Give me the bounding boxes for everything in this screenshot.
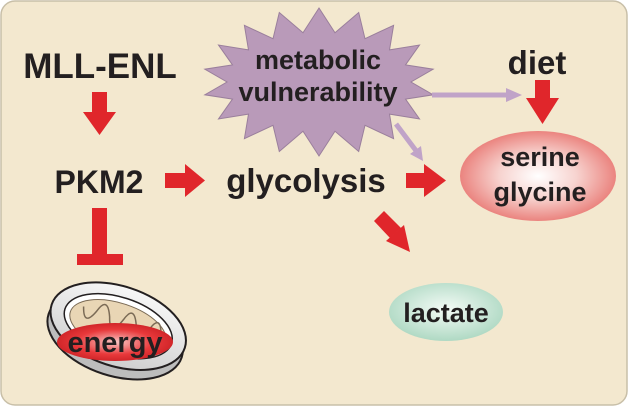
label-diet: diet — [508, 44, 567, 81]
energy-oval — [57, 323, 173, 361]
label-energy: energy — [67, 327, 162, 359]
label-metabolic: metabolic — [255, 45, 381, 75]
arrow-mll-enl-to-pkm2 — [83, 92, 116, 135]
arrow-glycolysis-to-lactate — [374, 211, 410, 252]
label-glycine: glycine — [493, 177, 586, 207]
arrow-vulnerability-to-serine-horizontal — [432, 88, 522, 102]
label-lactate: lactate — [403, 298, 489, 328]
lactate-oval — [389, 283, 503, 341]
serine-glycine-oval — [460, 131, 616, 221]
inhibition-pkm2-energy — [77, 208, 123, 265]
mitochondrion-icon — [46, 281, 187, 381]
label-glycolysis: glycolysis — [226, 162, 386, 199]
arrow-diet-to-serine — [526, 80, 559, 124]
arrow-pkm2-to-glycolysis — [165, 164, 205, 197]
arrow-glycolysis-to-serine — [406, 164, 446, 197]
label-mll-enl: MLL-ENL — [23, 47, 177, 86]
label-serine: serine — [500, 142, 580, 172]
metabolic-vulnerability-starburst — [203, 7, 435, 157]
arrow-vulnerability-to-serine-diagonal — [394, 122, 423, 161]
label-vulnerability: vulnerability — [238, 77, 397, 107]
label-pkm2: PKM2 — [55, 164, 144, 200]
